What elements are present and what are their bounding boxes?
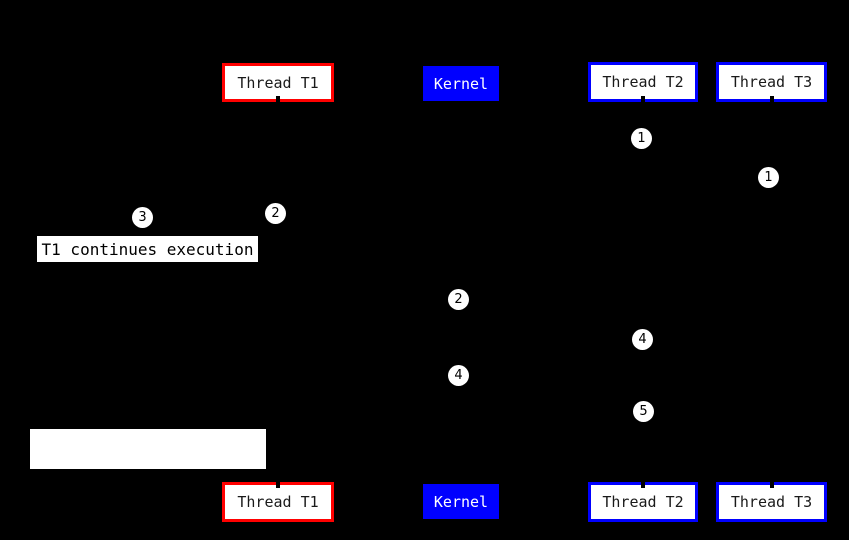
step-marker: 4 bbox=[448, 365, 469, 386]
kernel-label: Kernel bbox=[433, 492, 489, 511]
lifeline-notch bbox=[769, 482, 774, 488]
thread-t2-node-bottom: Thread T2 bbox=[588, 482, 698, 522]
step-number: 1 bbox=[764, 170, 773, 185]
thread-t2-label: Thread T2 bbox=[602, 493, 684, 511]
step-number: 4 bbox=[454, 368, 463, 383]
step-marker: 2 bbox=[265, 203, 286, 224]
t1-continues-execution-note: T1 continues execution bbox=[37, 236, 258, 262]
step-number: 2 bbox=[454, 292, 463, 307]
thread-t1-label: Thread T1 bbox=[237, 73, 319, 92]
thread-t3-node-bottom: Thread T3 bbox=[716, 482, 827, 522]
step-marker: 1 bbox=[631, 128, 652, 149]
thread-t1-node-top: Thread T1 bbox=[222, 63, 334, 102]
step-number: 5 bbox=[639, 404, 648, 419]
thread-t3-label: Thread T3 bbox=[730, 493, 813, 511]
step-marker: 3 bbox=[132, 207, 153, 228]
lifeline-notch bbox=[276, 482, 280, 488]
blank-label-box bbox=[30, 429, 266, 469]
kernel-node-bottom: Kernel bbox=[423, 484, 499, 519]
note-text: T1 continues execution bbox=[41, 239, 254, 259]
lifeline-notch bbox=[276, 96, 280, 102]
step-marker: 2 bbox=[448, 289, 469, 310]
step-number: 4 bbox=[638, 332, 647, 347]
thread-t1-node-bottom: Thread T1 bbox=[222, 482, 334, 522]
thread-t2-node-top: Thread T2 bbox=[588, 62, 698, 102]
step-number: 3 bbox=[138, 210, 147, 225]
step-number: 2 bbox=[271, 206, 280, 221]
step-marker: 5 bbox=[633, 401, 654, 422]
kernel-label: Kernel bbox=[433, 74, 489, 93]
step-marker: 1 bbox=[758, 167, 779, 188]
step-number: 1 bbox=[637, 131, 646, 146]
lifeline-notch bbox=[641, 482, 645, 488]
thread-t2-label: Thread T2 bbox=[602, 73, 684, 91]
lifeline-notch bbox=[769, 96, 774, 102]
thread-t3-label: Thread T3 bbox=[730, 73, 813, 91]
lifeline-notch bbox=[641, 96, 645, 102]
step-marker: 4 bbox=[632, 329, 653, 350]
kernel-node-top: Kernel bbox=[423, 66, 499, 101]
thread-t1-label: Thread T1 bbox=[237, 493, 319, 511]
thread-t3-node-top: Thread T3 bbox=[716, 62, 827, 102]
